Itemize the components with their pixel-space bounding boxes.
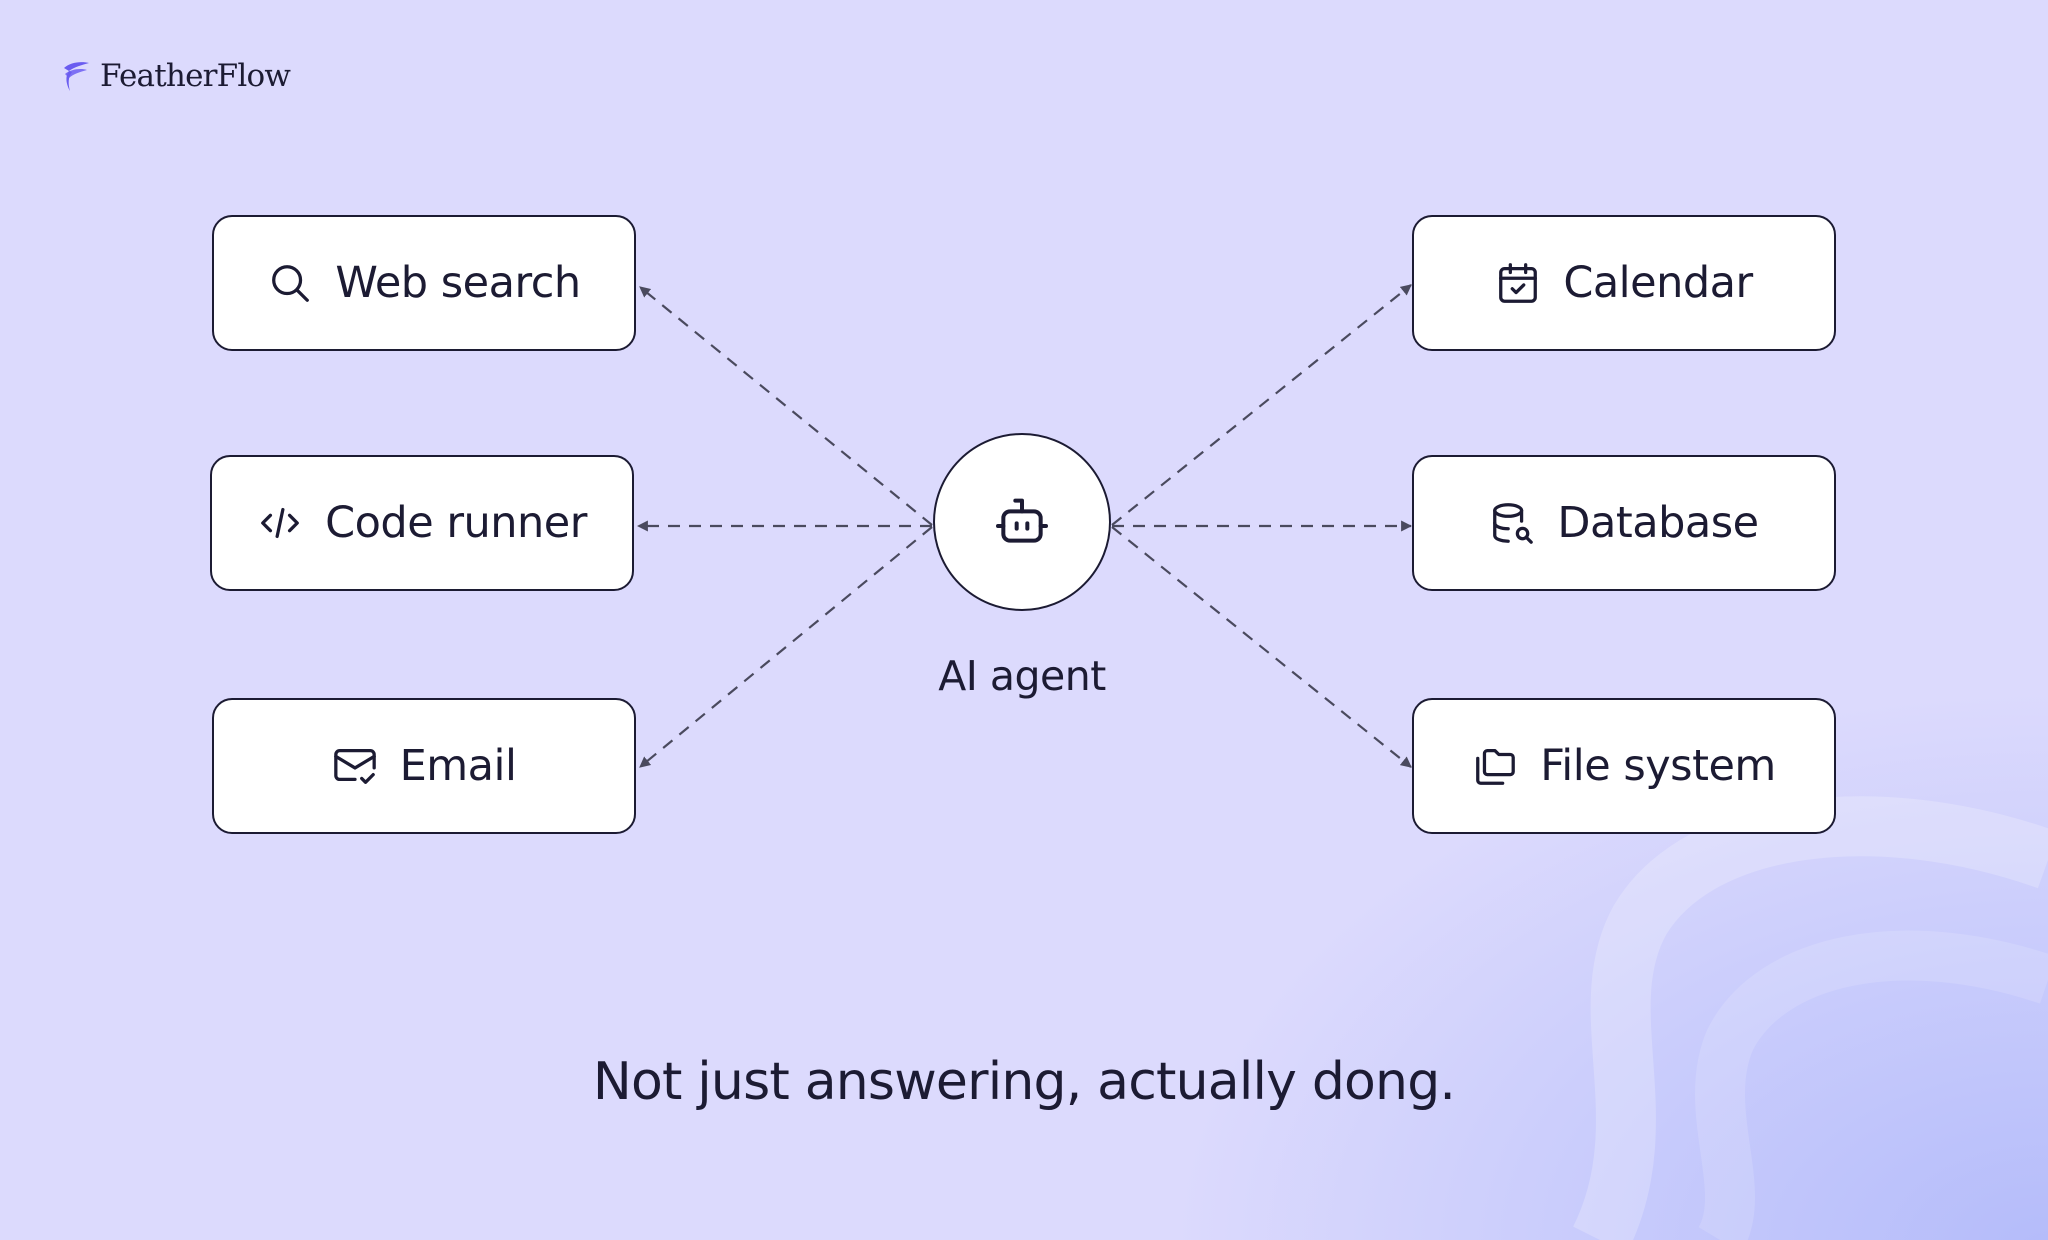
tool-code-runner[interactable]: Code runner: [210, 455, 634, 591]
connector-web-search: [639, 286, 933, 526]
ai-agent-label: AI agent: [938, 652, 1106, 700]
tool-label: Web search: [335, 258, 581, 308]
tool-calendar[interactable]: Calendar: [1412, 215, 1836, 351]
database-search-icon: [1493, 503, 1534, 544]
tool-label: Database: [1557, 498, 1759, 548]
folders-icon: [1476, 749, 1516, 785]
tool-database[interactable]: Database: [1412, 455, 1836, 591]
tool-label: Calendar: [1563, 258, 1753, 308]
tool-email[interactable]: Email: [212, 698, 636, 834]
tool-file-system[interactable]: File system: [1412, 698, 1836, 834]
brand-logo[interactable]: FeatherFlow: [60, 56, 291, 96]
robot-icon: [996, 498, 1048, 543]
connector-file-system: [1111, 526, 1412, 768]
code-icon: [261, 507, 299, 539]
tool-label: Email: [399, 741, 517, 791]
search-icon: [272, 265, 310, 302]
tool-label: Code runner: [325, 498, 587, 548]
tagline: Not just answering, actually dong.: [592, 1052, 1456, 1112]
connector-calendar: [1111, 284, 1412, 526]
connector-email: [639, 526, 933, 768]
feather-logo-icon: [64, 62, 89, 91]
brand-name: FeatherFlow: [100, 58, 291, 94]
tool-web-search[interactable]: Web search: [212, 215, 636, 351]
ai-agent-node[interactable]: [933, 433, 1111, 611]
mail-check-icon: [333, 749, 376, 784]
tool-label: File system: [1540, 741, 1776, 791]
calendar-check-icon: [1499, 263, 1538, 303]
